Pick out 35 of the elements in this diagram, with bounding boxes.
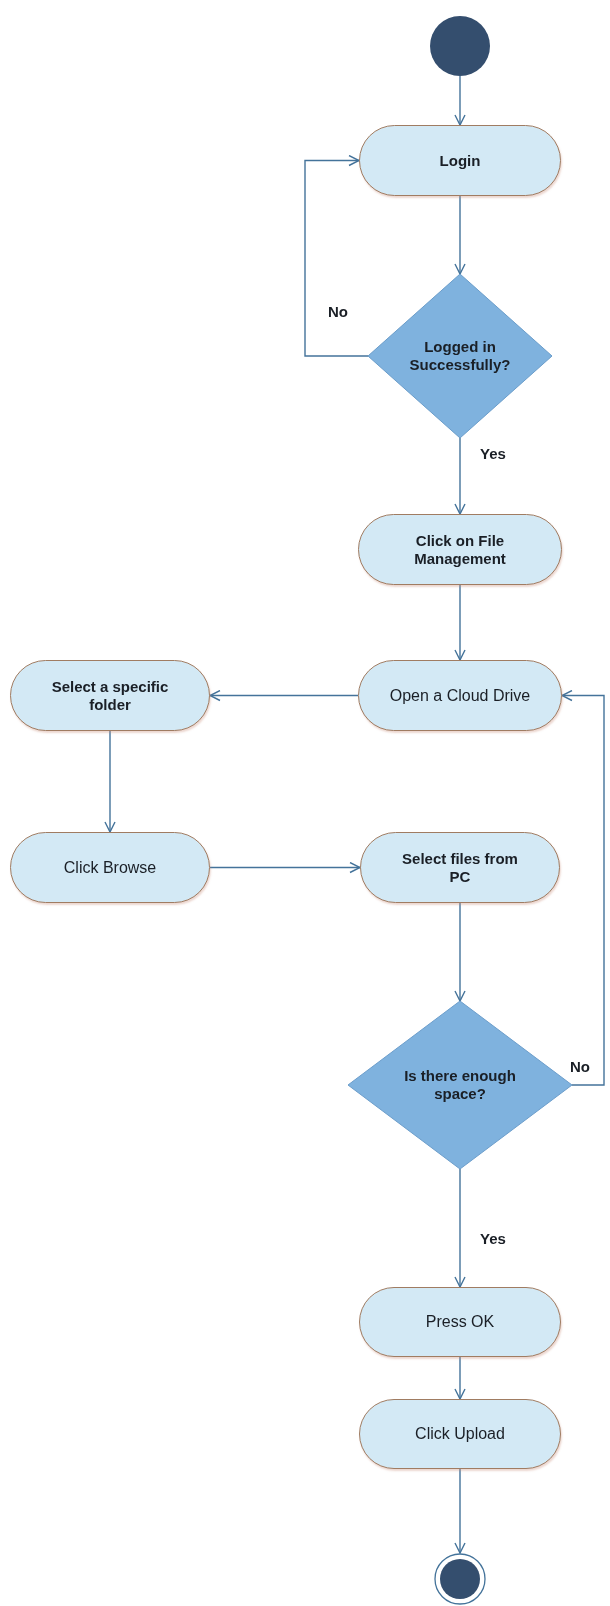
activity-box (10, 660, 210, 731)
arrow (454, 75, 466, 126)
arrow (454, 1468, 466, 1554)
node-label: Is there enough space? (403, 1067, 517, 1103)
arrow (454, 584, 466, 661)
start-node (430, 16, 490, 76)
node-label: Select files from PC (401, 849, 519, 886)
arrow (454, 902, 466, 1002)
arrow (304, 154, 369, 357)
node-label: Open a Cloud Drive (388, 686, 532, 705)
arrow (209, 861, 361, 874)
arrow (561, 689, 605, 1086)
node-label: Logged in Successfully? (408, 338, 512, 374)
activity-box (359, 125, 561, 196)
decision-diamond (368, 274, 552, 438)
arrow (104, 730, 116, 833)
node-label: Login (438, 151, 482, 170)
activity-box (10, 832, 210, 903)
activity-box (358, 514, 562, 585)
node-label: Click Upload (414, 1425, 506, 1443)
node-label: Select a specific folder (50, 677, 170, 714)
node-label: Press OK (424, 1313, 496, 1331)
arrow (454, 437, 466, 515)
end-node (434, 1553, 486, 1605)
arrow (454, 1356, 466, 1400)
arrow (454, 195, 466, 275)
decision-diamond (348, 1001, 572, 1169)
node-label: Click Browse (62, 858, 158, 877)
arrow (454, 1168, 466, 1288)
arrow (209, 689, 359, 702)
node-label: Click on File Management (413, 531, 507, 568)
activity-box (360, 832, 560, 903)
activity-box (359, 1287, 561, 1357)
activity-box (359, 1399, 561, 1469)
activity-box (358, 660, 562, 731)
